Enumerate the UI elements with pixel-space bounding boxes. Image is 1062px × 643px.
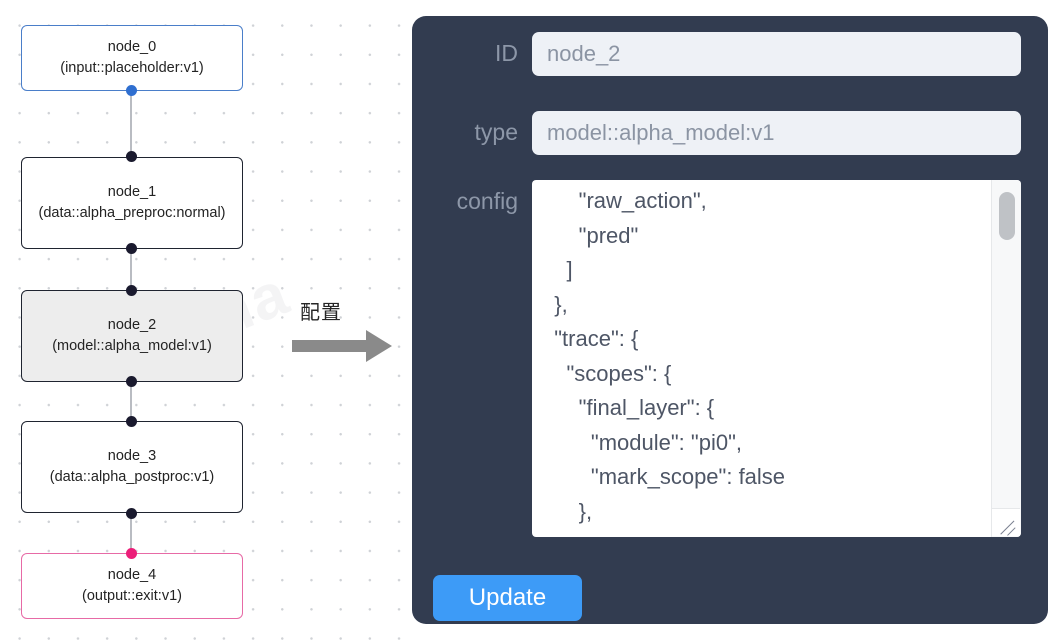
- graph-node-id: node_3: [107, 448, 157, 464]
- graph-node-id: node_2: [107, 317, 157, 333]
- field-row-type: type model::alpha_model:v1: [412, 111, 1021, 155]
- port-node_3-out[interactable]: [125, 508, 137, 519]
- config-panel: alpha ID node_2 type model::alpha_model:…: [412, 16, 1048, 624]
- arrow-right-icon: [292, 330, 392, 362]
- graph-canvas[interactable]: alpha node_0 (input::placeholder:v1) nod…: [0, 0, 412, 643]
- edge-node0-node1: [130, 90, 132, 160]
- port-node_0-out[interactable]: [125, 85, 137, 96]
- graph-node-type: (model::alpha_model:v1): [52, 338, 212, 354]
- graph-node-type: (input::placeholder:v1): [60, 60, 204, 76]
- graph-node-id: node_0: [107, 39, 157, 55]
- port-node_1-in[interactable]: [125, 151, 137, 162]
- graph-node-type: (output::exit:v1): [82, 588, 182, 604]
- graph-node-node_0[interactable]: node_0 (input::placeholder:v1): [21, 25, 243, 91]
- config-resize-grip-icon[interactable]: [992, 508, 1020, 536]
- type-label: type: [474, 119, 518, 145]
- port-node_2-in[interactable]: [125, 285, 137, 296]
- edge-node3-node4: [130, 512, 132, 557]
- graph-node-node_3[interactable]: node_3 (data::alpha_postproc:v1): [21, 421, 243, 513]
- graph-node-id: node_1: [107, 184, 157, 200]
- id-input[interactable]: node_2: [532, 32, 1021, 76]
- flow-arrow-label: 配置: [300, 300, 342, 324]
- graph-node-type: (data::alpha_preproc:normal): [38, 205, 226, 221]
- config-textarea-wrapper: "raw_action", "pred" ] }, "trace": { "sc…: [532, 180, 1021, 537]
- config-textarea[interactable]: "raw_action", "pred" ] }, "trace": { "sc…: [554, 188, 786, 537]
- graph-node-node_1[interactable]: node_1 (data::alpha_preproc:normal): [21, 157, 243, 249]
- graph-node-id: node_4: [107, 567, 157, 583]
- graph-node-node_4[interactable]: node_4 (output::exit:v1): [21, 553, 243, 619]
- edge-node1-node2: [130, 248, 132, 293]
- id-label: ID: [495, 40, 518, 66]
- field-row-config: config "raw_action", "pred" ] }, "trace"…: [412, 180, 1021, 537]
- port-node_4-in[interactable]: [125, 548, 137, 559]
- edge-node2-node3: [130, 380, 132, 424]
- config-scrollbar[interactable]: [991, 180, 1021, 537]
- port-node_3-in[interactable]: [125, 416, 137, 427]
- port-node_1-out[interactable]: [125, 243, 137, 254]
- graph-node-type: (data::alpha_postproc:v1): [49, 469, 215, 485]
- type-input[interactable]: model::alpha_model:v1: [532, 111, 1021, 155]
- config-scrollbar-thumb[interactable]: [999, 192, 1015, 240]
- graph-node-node_2[interactable]: node_2 (model::alpha_model:v1): [21, 290, 243, 382]
- flow-arrow: 配置: [292, 296, 400, 362]
- field-row-id: ID node_2: [412, 32, 1021, 76]
- config-label: config: [456, 188, 518, 214]
- update-button[interactable]: Update: [433, 575, 582, 621]
- port-node_2-out[interactable]: [125, 376, 137, 387]
